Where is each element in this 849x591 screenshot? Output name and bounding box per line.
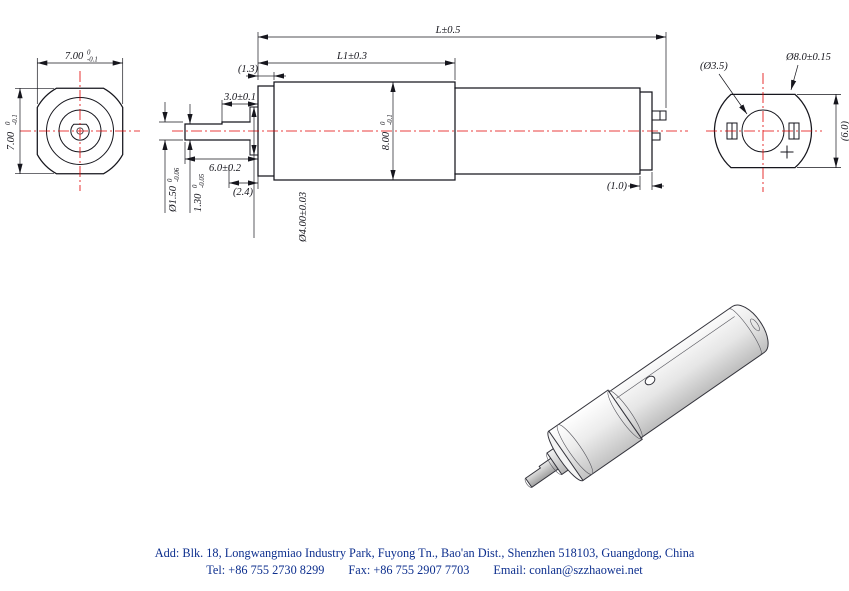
- front-shaft-section: [70, 123, 90, 141]
- dim-shaft-diameter: Ø1.50 0 -0.06: [159, 102, 183, 213]
- footer-email: Email: conlan@szzhaowei.net: [493, 563, 643, 577]
- dim-pinion-length-value: (2.4): [233, 187, 254, 198]
- dim-end-cap-value: (1.0): [607, 181, 628, 192]
- dim-front-width: 7.00 0 -0.1: [36, 50, 124, 104]
- dim-across-flats-text: (6.0): [840, 120, 849, 141]
- dim-shaft-dia-tol-up: 0: [167, 178, 174, 182]
- dim-body-dia-value: 8.00: [381, 131, 392, 150]
- iso-shaft-tip: [524, 478, 532, 488]
- dim-shaft-flat-height-tol-up: 0: [192, 184, 199, 188]
- dim-front-height-tol-up: 0: [5, 121, 12, 125]
- dim-body-dia-tol-dn: -0.1: [387, 114, 394, 125]
- dim-gearbox-length-value: L1±0.3: [336, 51, 367, 62]
- iso-flat-edge: [616, 316, 735, 399]
- dim-front-height-tol-dn: -0.1: [12, 114, 19, 125]
- dim-shaft-flat-height-tol-dn: -0.05: [199, 173, 206, 188]
- iso-vent-hole: [644, 375, 656, 386]
- dim-shaft-length: 6.0±0.2: [184, 142, 259, 189]
- side-view: L±0.5 L1±0.3 (1.3) 3.0±0.1 8.00 0 -0.: [159, 25, 688, 243]
- dim-gearbox-length: L1±0.3: [258, 51, 456, 80]
- dim-shaft-flat-length-value: 3.0±0.1: [223, 92, 256, 103]
- dim-boss-diameter: Ø4.00±0.03: [251, 107, 309, 243]
- footer-address: Add: Blk. 18, Longwangmiao Industry Park…: [154, 546, 695, 560]
- dim-shaft-flat-length: 3.0±0.1: [221, 92, 259, 122]
- dim-shaft-diameter-text: Ø1.50 0 -0.06: [167, 167, 181, 213]
- label-hole-diameter: (Ø3.5): [700, 61, 748, 115]
- front-view: 7.00 0 -0.1 7.00 0 -0.1: [5, 50, 140, 191]
- dim-shaft-flat-height: 1.30 0 -0.05: [187, 104, 206, 213]
- dim-shaft-flat-height-text: 1.30 0 -0.05: [192, 173, 206, 212]
- dim-shaft-dia-tol-dn: -0.06: [174, 167, 181, 182]
- footer-contacts: Tel: +86 755 2730 8299 Fax: +86 755 2907 …: [0, 562, 849, 579]
- dim-overall-length: L±0.5: [257, 25, 667, 108]
- dim-end-cap: (1.0): [607, 172, 664, 192]
- terminal-tab-top: [651, 110, 667, 121]
- iso-view: [524, 304, 769, 488]
- dim-outer-dia-value: Ø8.0±0.15: [785, 52, 831, 63]
- dim-overall-length-value: L±0.5: [435, 25, 461, 36]
- dim-shaft-flat-height-value: 1.30: [193, 193, 204, 212]
- dim-across-flats-value: (6.0): [840, 120, 849, 141]
- dim-front-height-text: 7.00 0 -0.1: [5, 114, 19, 150]
- dim-front-width-tol-dn: -0.1: [87, 57, 98, 64]
- shaft-profile: [184, 121, 251, 141]
- rear-terminal-right: [788, 122, 800, 140]
- iso-gearbox-ring: [556, 424, 594, 475]
- dim-front-height: 7.00 0 -0.1: [5, 87, 54, 175]
- dim-boss-dia-value: Ø4.00±0.03: [298, 192, 309, 243]
- front-outer-profile: [36, 87, 124, 175]
- leader-line: [718, 73, 748, 115]
- dim-pinion-length: (2.4): [228, 165, 258, 198]
- dim-hole-value: (Ø3.5): [700, 61, 728, 72]
- dim-front-cap: (1.3): [238, 64, 286, 80]
- dim-front-width-value: 7.00: [65, 51, 84, 62]
- iso-rear-cap-ring: [729, 308, 762, 355]
- footer: Add: Blk. 18, Longwangmiao Industry Park…: [0, 545, 849, 579]
- iso-front-boss-cap: [546, 452, 562, 475]
- dim-body-diameter: 8.00 0 -0.1: [380, 82, 396, 180]
- iso-motor-body: [608, 304, 769, 439]
- dim-front-width-tol-up: 0: [87, 50, 91, 57]
- polarity-plus-mark: [780, 145, 794, 159]
- dim-front-cap-value: (1.3): [238, 64, 259, 75]
- leader-line: [790, 64, 799, 91]
- motor-profile: [454, 87, 653, 175]
- dim-body-diameter-text: 8.00 0 -0.1: [380, 114, 394, 150]
- dim-shaft-dia-value: Ø1.50: [168, 185, 179, 213]
- dim-front-height-value: 7.00: [6, 131, 17, 150]
- iso-rear-nub: [750, 318, 760, 332]
- footer-fax: Fax: +86 755 2907 7703: [348, 563, 470, 577]
- dim-across-flats: (6.0): [797, 94, 849, 168]
- footer-tel: Tel: +86 755 2730 8299: [206, 563, 325, 577]
- dim-shaft-length-value: 6.0±0.2: [209, 163, 242, 174]
- dim-boss-diameter-text: Ø4.00±0.03: [298, 192, 309, 243]
- rear-outer-profile: [713, 93, 813, 169]
- terminal-tab-bottom: [651, 132, 661, 141]
- dim-body-dia-tol-up: 0: [380, 121, 387, 125]
- iso-motor-joint-ring: [607, 390, 643, 440]
- rear-view: (Ø3.5) Ø8.0±0.15 (6.0): [700, 52, 849, 192]
- label-outer-diameter: Ø8.0±0.15: [785, 52, 831, 91]
